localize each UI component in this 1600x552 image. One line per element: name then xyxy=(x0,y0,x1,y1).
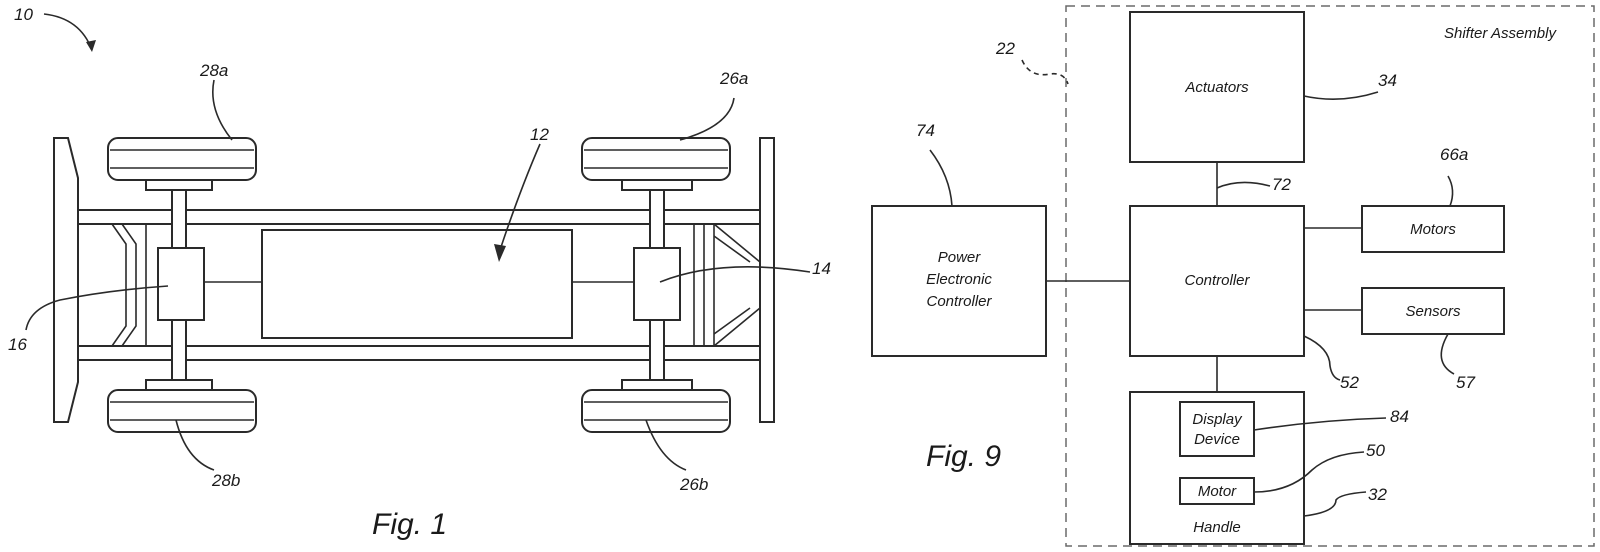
ref-28b: 28b xyxy=(211,471,240,490)
power-electronic-controller-block xyxy=(871,205,1047,357)
pec-label-line3: Controller xyxy=(926,293,992,310)
leader-52 xyxy=(1303,335,1341,381)
ref-22: 22 xyxy=(995,39,1015,58)
ref-32: 32 xyxy=(1368,485,1387,504)
display-label-line1: Display xyxy=(1192,411,1243,428)
ref-26b: 26b xyxy=(679,475,708,494)
front-bumper xyxy=(759,137,775,423)
leader-32 xyxy=(1303,491,1367,517)
display-device-block xyxy=(1179,401,1255,457)
battery-pack xyxy=(261,229,573,339)
ref-74: 74 xyxy=(916,121,935,140)
handle-motor-label: Motor xyxy=(1198,483,1237,500)
wheel-front-bottom xyxy=(581,389,731,433)
actuators-block xyxy=(1129,11,1305,163)
fig9-caption: Fig. 9 xyxy=(926,440,1001,473)
front-drive-unit xyxy=(633,247,681,321)
ref-84: 84 xyxy=(1390,407,1409,426)
wheel-rear-bottom xyxy=(107,389,257,433)
ref-14: 14 xyxy=(812,259,831,278)
motors-block xyxy=(1361,205,1505,253)
ref-12: 12 xyxy=(530,125,549,144)
sensors-label: Sensors xyxy=(1405,303,1461,320)
leader-22 xyxy=(1021,59,1069,85)
leader-50 xyxy=(1253,451,1365,493)
shifter-assembly-boundary xyxy=(1065,5,1595,547)
actuators-label: Actuators xyxy=(1184,79,1249,96)
shifter-assembly-label: Shifter Assembly xyxy=(1444,25,1557,42)
ref-28a: 28a xyxy=(199,61,228,80)
wheel-rear-top xyxy=(107,137,257,181)
leader-57 xyxy=(1440,333,1455,375)
rear-bumper xyxy=(53,137,79,423)
pec-label-line1: Power xyxy=(938,249,982,266)
leader-10 xyxy=(43,13,93,51)
rear-crossmember xyxy=(111,223,127,347)
fig1-vehicle-drawing: 10 12 14 16 26a 26b 28a 28b Fig. 1 xyxy=(8,5,831,541)
leader-28a xyxy=(212,79,233,141)
ref-66a: 66a xyxy=(1440,145,1468,164)
leader-72 xyxy=(1216,181,1271,189)
ref-50: 50 xyxy=(1366,441,1385,460)
leader-12 xyxy=(499,143,541,251)
ref-34: 34 xyxy=(1378,71,1397,90)
fig1-caption: Fig. 1 xyxy=(372,508,447,541)
leader-74 xyxy=(929,149,953,207)
ref-16: 16 xyxy=(8,335,27,354)
leader-84 xyxy=(1253,417,1387,431)
ref-72: 72 xyxy=(1272,175,1291,194)
leader-34 xyxy=(1303,91,1379,100)
ref-52: 52 xyxy=(1340,373,1359,392)
leader-28b xyxy=(175,419,215,471)
leader-16 xyxy=(25,285,169,331)
sensors-block xyxy=(1361,287,1505,335)
display-label-line2: Device xyxy=(1194,431,1240,448)
handle-motor-block xyxy=(1179,477,1255,505)
rear-drive-unit xyxy=(157,247,205,321)
wheel-front-top xyxy=(581,137,731,181)
leader-26a xyxy=(679,97,735,141)
motors-label: Motors xyxy=(1410,221,1456,238)
ref-57: 57 xyxy=(1456,373,1475,392)
frame-rail-upper xyxy=(77,209,761,225)
leader-66a xyxy=(1447,175,1454,207)
pec-label-line2: Electronic xyxy=(926,271,992,288)
handle-label: Handle xyxy=(1193,519,1241,536)
frame-rail-lower xyxy=(77,345,761,361)
leader-26b xyxy=(645,419,687,471)
ref-10: 10 xyxy=(14,5,33,24)
leader-14 xyxy=(659,266,811,283)
ref-26a: 26a xyxy=(719,69,748,88)
fig9-block-diagram: Shifter Assembly 22 Actuators 34 72 Powe… xyxy=(871,5,1595,547)
controller-label: Controller xyxy=(1184,272,1250,289)
